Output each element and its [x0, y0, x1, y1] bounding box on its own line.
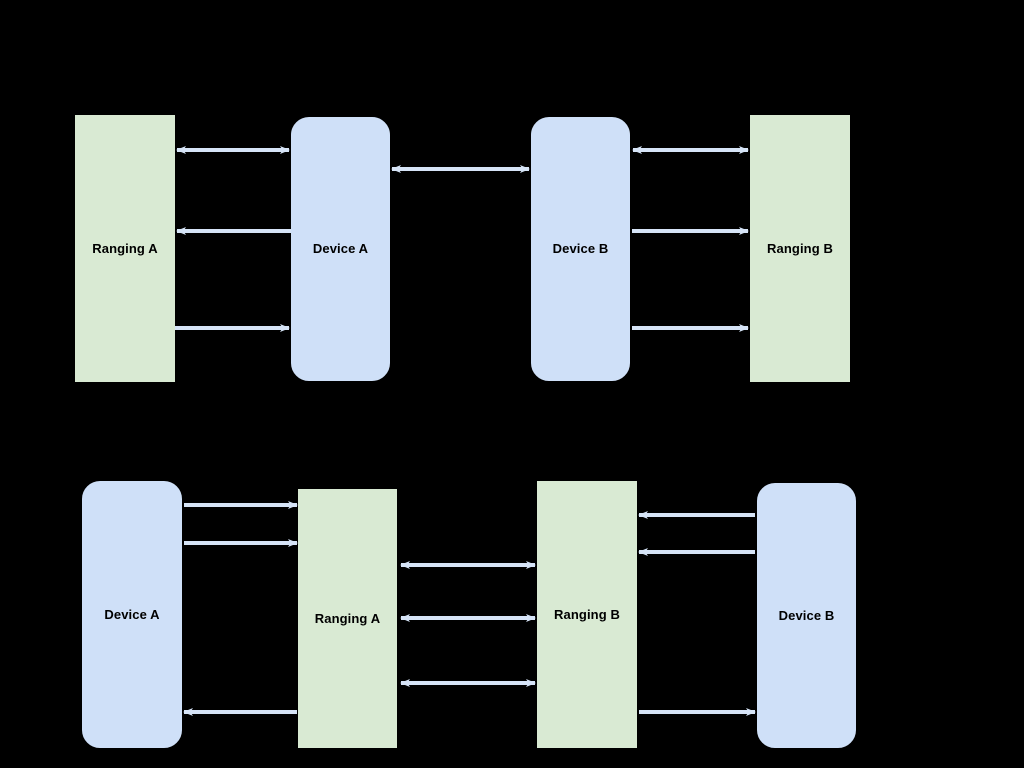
- node-label-bot-ranging-a: Ranging A: [314, 610, 381, 626]
- node-label-top-device-b: Device B: [552, 241, 609, 257]
- node-top-ranging-b[interactable]: Ranging B: [750, 115, 850, 382]
- node-bot-ranging-a[interactable]: Ranging A: [298, 489, 397, 748]
- node-label-top-ranging-a: Ranging A: [92, 240, 158, 256]
- node-top-device-a[interactable]: Device A: [291, 117, 390, 381]
- node-label-bot-device-b: Device B: [778, 607, 835, 623]
- node-top-device-b[interactable]: Device B: [531, 117, 630, 381]
- node-label-top-ranging-b: Ranging B: [767, 240, 833, 256]
- node-bot-device-a[interactable]: Device A: [82, 481, 182, 748]
- node-bot-device-b[interactable]: Device B: [757, 483, 856, 748]
- node-bot-ranging-b[interactable]: Ranging B: [537, 481, 637, 748]
- node-label-top-device-a: Device A: [312, 241, 369, 257]
- node-label-bot-ranging-b: Ranging B: [554, 606, 620, 622]
- node-top-ranging-a[interactable]: Ranging A: [75, 115, 175, 382]
- node-label-bot-device-a: Device A: [104, 606, 160, 622]
